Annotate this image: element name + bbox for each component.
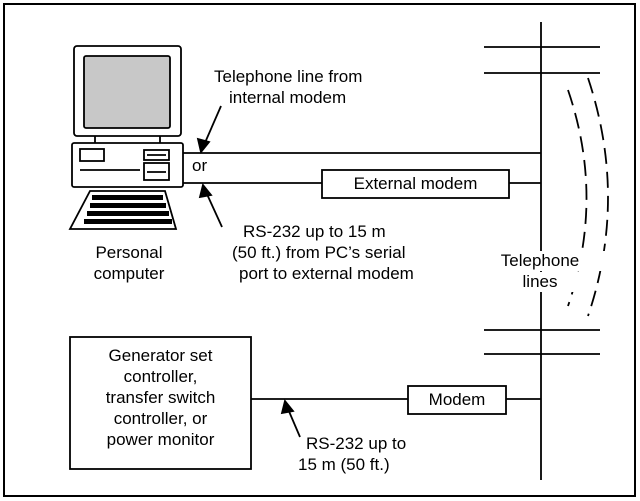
arrow-icon bbox=[280, 399, 301, 438]
generator-label-line2: controller, bbox=[123, 367, 198, 386]
rs232-bottom-label-line2: 15 m (50 ft.) bbox=[298, 455, 390, 474]
personal-computer-label-line1: Personal bbox=[95, 243, 163, 262]
generator-label-line4: controller, or bbox=[113, 409, 208, 428]
personal-computer-label-line2: computer bbox=[93, 264, 165, 283]
generator-controller-box bbox=[69, 336, 252, 470]
generator-label-line5: power monitor bbox=[106, 430, 215, 449]
rs232-bottom-label-line1: RS-232 up to bbox=[306, 434, 407, 453]
telephone-lines-label-line1: Telephone bbox=[470, 251, 610, 271]
modem-box bbox=[407, 385, 507, 415]
internal-modem-label-line1: Telephone line from bbox=[214, 67, 363, 86]
or-label: or bbox=[192, 156, 208, 175]
generator-label-line3: transfer switch bbox=[105, 388, 216, 407]
diagram-frame bbox=[3, 3, 636, 497]
external-modem-label: External modem bbox=[353, 174, 478, 193]
rs232-label-line2: (50 ft.) from PC’s serial bbox=[232, 243, 406, 262]
external-modem-box bbox=[321, 169, 510, 199]
personal-computer-icon bbox=[68, 45, 184, 230]
telephone-lines-label-line2: lines bbox=[500, 272, 580, 292]
arrow-icon bbox=[198, 183, 223, 228]
modem-label: Modem bbox=[428, 390, 486, 409]
generator-label-line1: Generator set bbox=[108, 346, 213, 365]
rs232-label-line3: port to external modem bbox=[239, 264, 414, 283]
internal-modem-label-line2: internal modem bbox=[229, 88, 347, 107]
arrow-icon bbox=[196, 105, 222, 155]
rs232-label-line1: RS-232 up to 15 m bbox=[243, 222, 386, 241]
